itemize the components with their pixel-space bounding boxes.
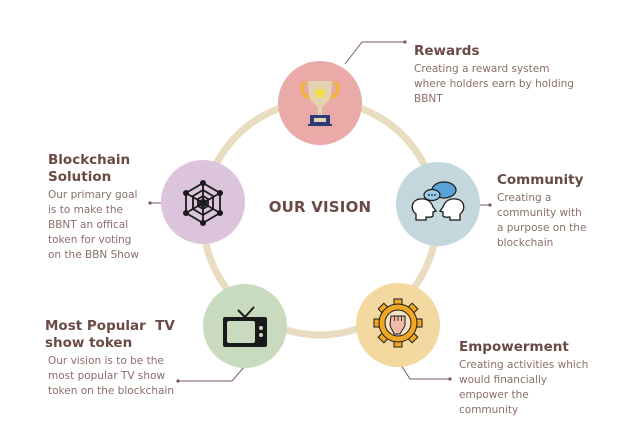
rewards-block: Rewards Creating a reward system where h… [414,43,574,107]
connector-dot-tv [176,379,180,383]
people-talking-icon [411,181,465,221]
connector-tv [178,365,246,382]
connector-empowerment [398,361,450,380]
rewards-description: Creating a reward system where holders e… [414,63,574,105]
community-description: Creating a community with a purpose on t… [497,192,587,249]
blockchain-block: Blockchain Solution Our primary goal is … [48,152,139,263]
tv-title: Most Popular TV show token [45,318,175,351]
television-icon [223,306,267,347]
connector-dot-community [488,203,492,207]
blockchain-description: Our primary goal is to make the BBNT an … [48,189,139,261]
empowerment-block: Empowerment Creating activities which wo… [459,339,588,418]
blockchain-title: Blockchain Solution [48,152,131,185]
center-title: OUR VISION [268,198,372,216]
empowerment-title: Empowerment [459,339,569,355]
tv-block: Most Popular TV show token Our vision is… [45,318,175,399]
tv-description: Our vision is to be the most popular TV … [48,355,174,397]
connector-dot-blockchain [148,201,152,205]
community-circle [396,162,480,246]
blockchain-network-icon [183,180,223,226]
community-title: Community [497,172,584,188]
community-block: Community Creating a community with a pu… [497,172,586,251]
connector-dot-empowerment [448,377,452,381]
rewards-title: Rewards [414,43,480,59]
fist-gear-icon [373,298,423,348]
connector-dot-rewards [403,40,407,44]
empowerment-description: Creating activities which would financia… [459,359,589,416]
connector-rewards [344,41,405,65]
trophy-icon [300,81,340,126]
